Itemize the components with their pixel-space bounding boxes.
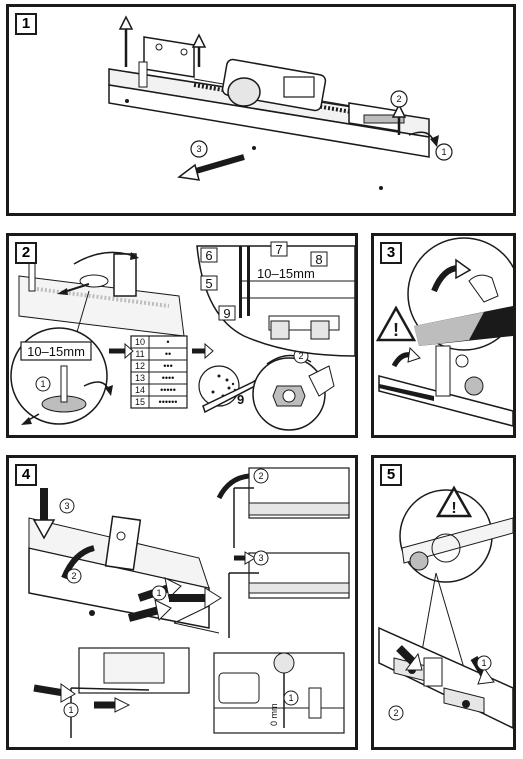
panel-3-illustration: !: [375, 237, 513, 427]
svg-text:12: 12: [135, 361, 145, 371]
panel-4-number: 4: [15, 464, 37, 486]
svg-text:3: 3: [258, 553, 263, 563]
callout-2: 2: [390, 90, 408, 108]
svg-text:•••••: •••••: [160, 385, 176, 395]
p5-callout-1: 1: [476, 655, 492, 671]
p2-callout-1: 1: [35, 376, 51, 392]
panel-3: 3 !: [371, 233, 516, 438]
panel-1-illustration: 1 2 3: [108, 15, 453, 190]
panel-5-number: 5: [380, 464, 402, 486]
rail-front: [108, 84, 430, 158]
svg-text:10: 10: [135, 337, 145, 347]
svg-text:2: 2: [393, 708, 398, 718]
p4-callout-1c: 1: [283, 690, 299, 706]
svg-text:2: 2: [71, 571, 76, 581]
p4-callout-3b: 3: [253, 550, 269, 566]
size-table: 10 • 11 •• 12 ••• 13 •••• 14 ••••• 15 ••…: [130, 335, 188, 409]
svg-text:••••: ••••: [162, 373, 175, 383]
svg-text:13: 13: [135, 373, 145, 383]
svg-text:1: 1: [68, 705, 73, 715]
wrench-number: 9: [237, 392, 244, 407]
svg-text:!: !: [393, 320, 399, 340]
svg-text:2: 2: [298, 351, 303, 361]
panel-3-number: 3: [380, 242, 402, 264]
svg-text:••: ••: [165, 349, 171, 359]
warning-triangle: !: [375, 305, 417, 342]
p4-callout-1b: 1: [63, 702, 79, 718]
panel-5: 5 ! 1 2: [371, 455, 516, 750]
detail-number-boxes: 6 7 5 8 9: [200, 241, 328, 321]
panel-1-number: 1: [15, 13, 37, 35]
warning-triangle-p5: !: [435, 485, 473, 518]
svg-text:1: 1: [156, 588, 161, 598]
svg-text:•: •: [166, 337, 169, 347]
p4-callout-1a: 1: [151, 585, 167, 601]
svg-text:1: 1: [441, 147, 446, 157]
svg-text:1: 1: [40, 379, 45, 389]
svg-text:•••: •••: [163, 361, 172, 371]
panel-5-illustration: ! 1 2: [378, 485, 513, 729]
svg-text:5: 5: [205, 276, 212, 291]
svg-text:!: !: [451, 500, 456, 517]
p5-callout-2: 2: [388, 705, 404, 721]
svg-text:1: 1: [288, 693, 293, 703]
callout-3: 3: [190, 140, 208, 158]
svg-text:14: 14: [135, 385, 145, 395]
panel-2: 2 10–15mm 1: [6, 233, 358, 438]
svg-text:••••••: ••••••: [159, 397, 178, 407]
svg-text:3: 3: [64, 501, 69, 511]
gap-label-box: [20, 341, 92, 361]
svg-text:11: 11: [135, 349, 144, 359]
callout-1: 1: [435, 143, 453, 161]
svg-text:1: 1: [481, 658, 486, 668]
svg-text:9: 9: [223, 306, 230, 321]
gap-label: 10–15mm: [27, 344, 85, 359]
p4-callout-2b: 2: [253, 468, 269, 484]
panel-4-illustration: 3 2 1 2: [28, 467, 350, 738]
zero-mm-label: 0 mm: [269, 704, 279, 727]
panel-2-illustration: 10–15mm 1 10 • 11 •• 12 ••• 13 ••••: [10, 241, 355, 431]
p4-callout-3a: 3: [59, 498, 75, 514]
panel-4: 4 3 2 1: [6, 455, 358, 750]
panel-2-number: 2: [15, 242, 37, 264]
svg-text:3: 3: [196, 144, 201, 154]
pull-arrow: [188, 154, 245, 176]
svg-text:6: 6: [205, 248, 212, 263]
gap-label-detail: 10–15mm: [257, 266, 315, 281]
p4-callout-2a: 2: [66, 568, 82, 584]
svg-text:2: 2: [396, 94, 401, 104]
svg-text:2: 2: [258, 471, 263, 481]
svg-text:8: 8: [315, 252, 322, 267]
panel-1: 1 1: [6, 4, 516, 216]
svg-text:7: 7: [275, 242, 282, 257]
svg-text:15: 15: [135, 397, 145, 407]
